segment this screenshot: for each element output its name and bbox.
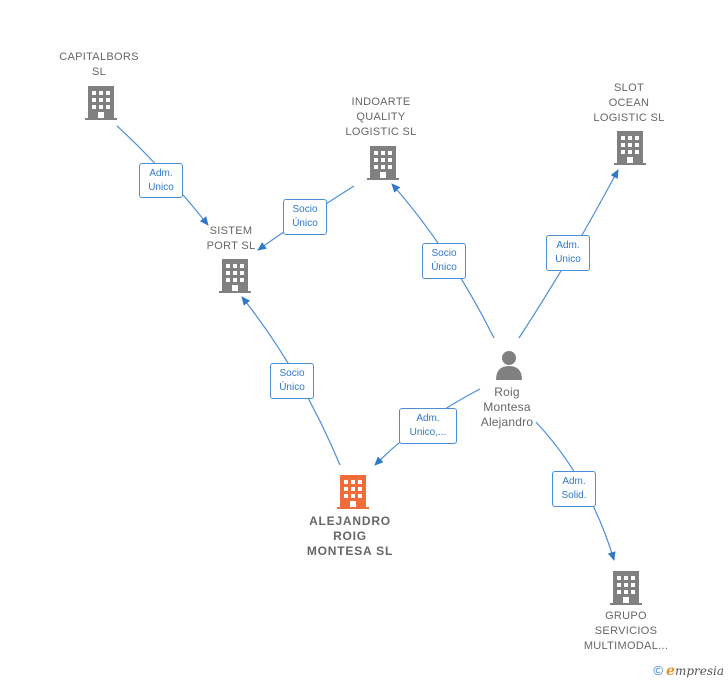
copyright-icon: © [653, 663, 664, 678]
footer-brand: ©empresia [653, 663, 724, 679]
building-icon[interactable] [610, 571, 642, 605]
edge-label-person-slot: Adm. Unico [546, 235, 590, 271]
edge-label-alejandro-sistem: Socio Único [270, 363, 314, 399]
edge-label-person-alejandro: Adm. Unico,... [399, 408, 457, 444]
building-icon[interactable] [85, 86, 117, 120]
node-label-grupo-servicios[interactable]: GRUPO SERVICIOS MULTIMODAL... [583, 610, 669, 652]
brand-logo: empresia [666, 663, 724, 679]
building-icon[interactable] [614, 131, 646, 165]
node-label-slot-ocean[interactable]: SLOT OCEAN LOGISTIC SL [593, 82, 665, 124]
building-icon[interactable] [367, 146, 399, 180]
building-icon[interactable] [337, 475, 369, 509]
building-icon[interactable] [219, 259, 251, 293]
edge-label-indoarte-sistem: Socio Único [283, 199, 327, 235]
node-label-capitalbors[interactable]: CAPITALBORS SL [59, 51, 139, 78]
node-label-sistem-port[interactable]: SISTEM PORT SL [206, 225, 256, 252]
node-label-person[interactable]: Roig Montesa Alejandro [480, 385, 534, 429]
edge-label-person-grupo: Adm. Solid. [552, 471, 596, 507]
edge-label-person-indoarte: Socio Único [422, 243, 466, 279]
node-label-indoarte[interactable]: INDOARTE QUALITY LOGISTIC SL [345, 96, 417, 138]
node-label-alejandro-roig[interactable]: ALEJANDRO ROIG MONTESA SL [306, 514, 394, 558]
person-icon[interactable] [496, 351, 522, 380]
edge-label-capitalbors-sistem: Adm. Unico [139, 163, 183, 198]
